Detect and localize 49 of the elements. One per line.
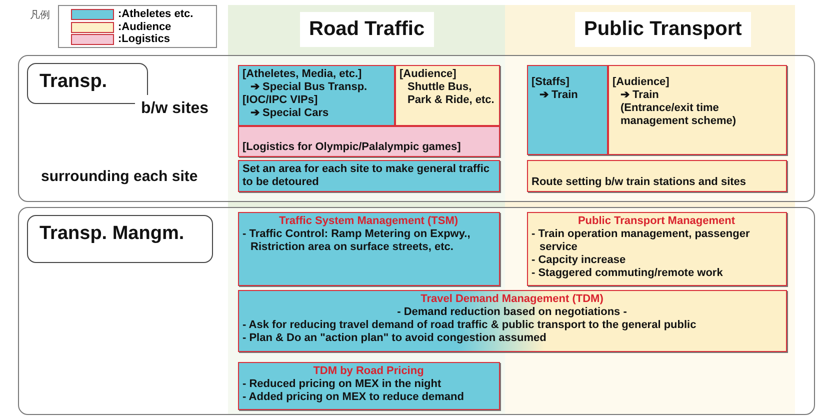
box-text: [Staffs] (532, 76, 570, 88)
content-box (526, 212, 786, 286)
content-box (238, 126, 500, 156)
box-text: - Ask for reducing travel demand of road traffic & public transport to the general public (242, 318, 698, 332)
column-heading: Public Transport (575, 12, 751, 47)
box-text: [Atheletes, Media, etc.] (242, 68, 363, 80)
section-title: Transp. Mangm. (40, 222, 186, 246)
box-heading: Travel Demand Management (TDM) (420, 292, 604, 306)
content-box (238, 362, 500, 410)
legend-label: :Audience (118, 20, 172, 34)
box-text: [Audience] (400, 68, 458, 80)
content-box (608, 64, 786, 154)
box-text: Route setting b/w train stations and sites (532, 176, 748, 188)
box-heading: Traffic System Management (TSM) (278, 214, 460, 228)
box-text: ➔ Special Cars (250, 106, 330, 120)
box-text: - Plan & Do an "action plan" to avoid congestion assumed (242, 332, 548, 344)
section-tag (26, 214, 212, 262)
box-text: [IOC/IPC VIPs] (242, 94, 319, 106)
box-text: [Audience] (612, 76, 670, 88)
box-text: ➔ Train (538, 88, 579, 102)
box-text: (Entrance/exit time management scheme) (620, 102, 738, 128)
box-heading: TDM by Road Pricing (312, 364, 425, 378)
legend-heading: 凡例 (30, 9, 50, 22)
section-title: Transp. (40, 70, 108, 94)
box-text: ➔ Special Bus Transp. (250, 80, 368, 94)
legend-label: :Atheletes etc. (118, 8, 194, 21)
box-text: Set an area for each site to make general traffic to be detoured (242, 162, 490, 188)
content-box (238, 212, 500, 286)
content-box (526, 64, 608, 154)
content-box (526, 160, 786, 192)
box-text: - Reduced pricing on MEX in the night (242, 378, 442, 390)
box-text: - Added pricing on MEX to reduce demand (242, 390, 465, 404)
content-box (394, 64, 500, 126)
box-text: - Staggered commuting/remote work (532, 266, 724, 280)
box-text: ➔ Train (620, 88, 660, 102)
section-band (18, 55, 815, 202)
content-box (238, 160, 500, 192)
column-heading: Road Traffic (300, 12, 434, 47)
content-box (238, 64, 394, 126)
box-text: - Traffic Control: Ramp Metering on Expwy., Ristriction area on surface streets, etc. (242, 228, 472, 254)
box-heading: Public Transport Management (576, 214, 736, 228)
box-text: - Train operation management, passenger service (532, 228, 751, 254)
content-box (238, 290, 786, 352)
section-band (18, 207, 815, 415)
box-text: [Logistics for Olympic/Palalympic games] (242, 140, 462, 154)
box-text: - Demand reduction based on negotiations - (396, 306, 628, 318)
legend-label: :Logistics (118, 33, 170, 46)
box-text: Shuttle Bus, Park & Ride, etc. (406, 80, 494, 106)
box-text: - Capcity increase (532, 254, 627, 266)
